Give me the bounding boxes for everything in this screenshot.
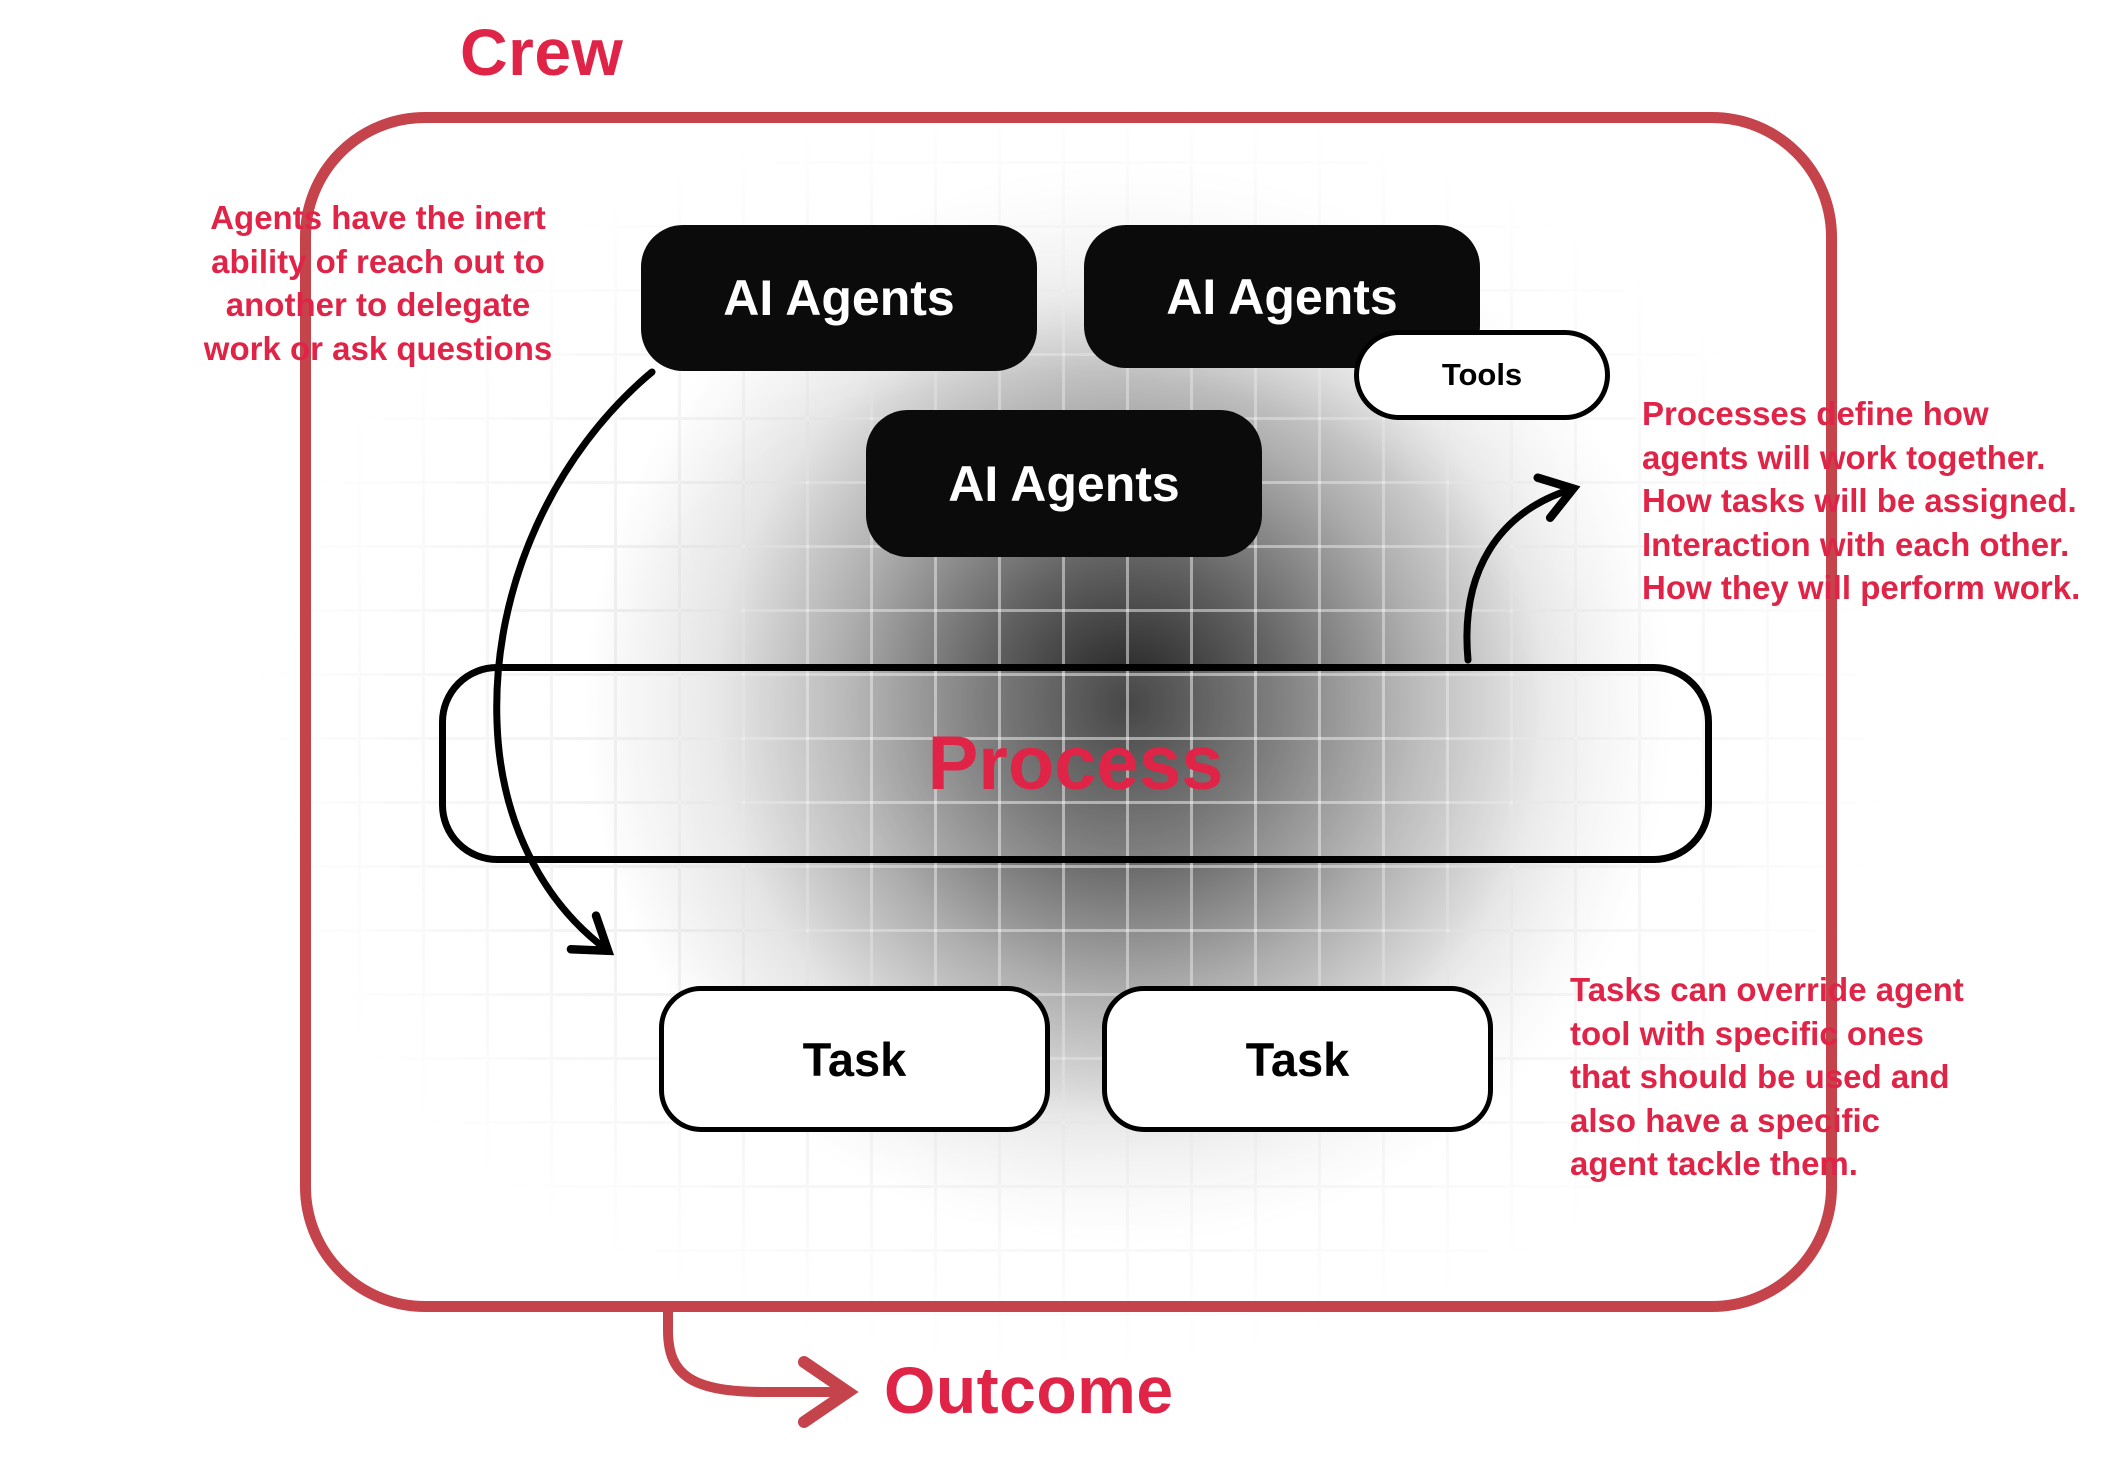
task-label: Task <box>1245 1032 1350 1086</box>
process-box: Process <box>439 664 1712 863</box>
task-box-1: Task <box>659 986 1050 1132</box>
ai-agents-box-3: AI Agents <box>866 410 1262 557</box>
annotation-delegation: Agents have the inert ability of reach o… <box>203 199 553 367</box>
task-label: Task <box>802 1032 907 1086</box>
ai-agents-label: AI Agents <box>948 455 1180 512</box>
process-label: Process <box>927 721 1224 806</box>
annotation-process: Processes define how agents will work to… <box>1642 395 2081 607</box>
task-box-2: Task <box>1102 986 1493 1132</box>
crew-label: Crew <box>460 15 624 89</box>
ai-agents-box-2: AI Agents <box>1084 225 1480 368</box>
ai-agents-label: AI Agents <box>1166 268 1398 325</box>
ai-agents-label: AI Agents <box>723 270 955 326</box>
crew-boundary-box <box>300 112 1837 1312</box>
tools-pill: Tools <box>1354 330 1610 420</box>
outcome-label: Outcome <box>884 1353 1174 1427</box>
tools-label: Tools <box>1441 357 1523 392</box>
annotation-tasks: Tasks can override agent tool with speci… <box>1570 971 1964 1183</box>
ai-agents-box-1: AI Agents <box>641 225 1037 371</box>
